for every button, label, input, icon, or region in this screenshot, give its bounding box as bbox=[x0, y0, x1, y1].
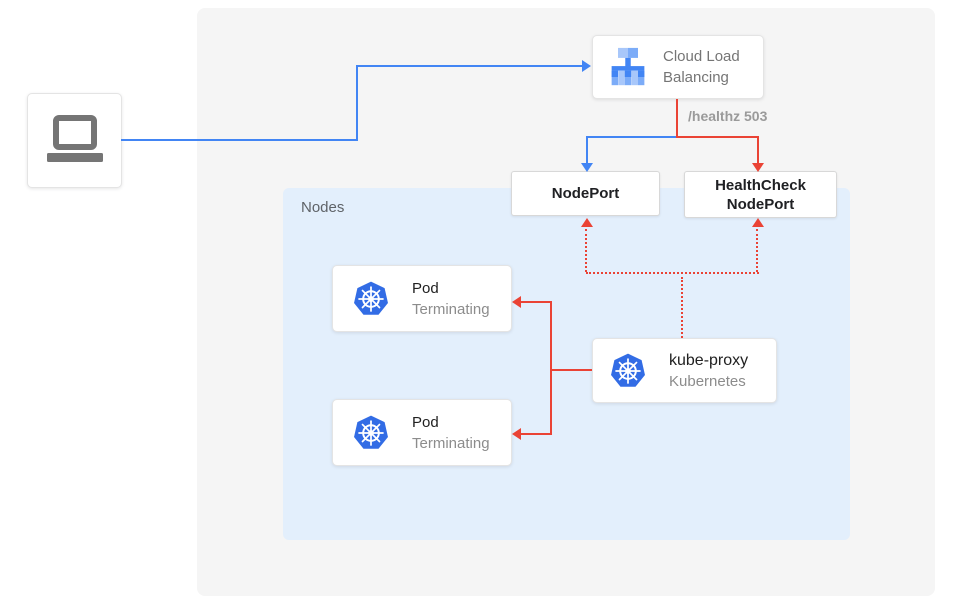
pod-2-label: Pod Terminating bbox=[412, 412, 490, 454]
edge-segment bbox=[551, 369, 592, 371]
edge-segment bbox=[676, 99, 678, 138]
arrowhead-down-icon bbox=[752, 163, 764, 172]
arrowhead-right-icon bbox=[582, 60, 591, 72]
edge-segment-dotted bbox=[756, 229, 758, 272]
pod-node-2: Pod Terminating bbox=[332, 399, 512, 466]
edge-segment bbox=[676, 136, 759, 138]
kube-proxy-subtitle: Kubernetes bbox=[669, 372, 746, 390]
arrowhead-up-icon bbox=[581, 218, 593, 227]
load-balancer-icon bbox=[611, 47, 645, 86]
nodeport-label: NodePort bbox=[551, 185, 620, 202]
edge-segment bbox=[521, 433, 551, 435]
edge-segment bbox=[550, 301, 552, 435]
clb-label-line2: Balancing bbox=[663, 69, 729, 86]
edge-segment-dotted bbox=[681, 277, 683, 338]
nodes-panel-label: Nodes bbox=[301, 199, 345, 216]
arrowhead-up-icon bbox=[752, 218, 764, 227]
kube-proxy-node: kube-proxy Kubernetes bbox=[592, 338, 777, 403]
kubernetes-icon bbox=[611, 353, 645, 387]
edge-segment-dotted bbox=[586, 272, 759, 274]
pod-1-title: Pod bbox=[412, 279, 439, 297]
edge-segment bbox=[757, 136, 759, 164]
healthz-503-label: /healthz 503 bbox=[688, 108, 768, 124]
clb-label-line1: Cloud Load bbox=[663, 48, 740, 65]
edge-segment bbox=[356, 65, 358, 141]
pod-1-status: Terminating bbox=[412, 300, 490, 318]
edge-segment bbox=[356, 65, 582, 67]
cloud-load-balancing-label: Cloud Load Balancing bbox=[663, 46, 740, 88]
edge-segment bbox=[121, 139, 358, 141]
healthcheck-nodeport-label-line1: HealthCheck bbox=[715, 176, 806, 194]
cloud-load-balancing-node: Cloud Load Balancing bbox=[592, 35, 764, 99]
pod-1-label: Pod Terminating bbox=[412, 278, 490, 320]
kube-proxy-label: kube-proxy Kubernetes bbox=[669, 350, 748, 392]
laptop-icon bbox=[46, 114, 103, 162]
arrowhead-down-icon bbox=[581, 163, 593, 172]
kubernetes-icon bbox=[354, 281, 388, 315]
edge-segment bbox=[587, 136, 677, 138]
edge-segment bbox=[521, 301, 551, 303]
arrowhead-left-icon bbox=[512, 428, 521, 440]
client-node bbox=[27, 93, 122, 188]
edge-segment-dotted bbox=[585, 229, 587, 272]
kube-proxy-title: kube-proxy bbox=[669, 351, 749, 369]
pod-2-title: Pod bbox=[412, 413, 439, 431]
nodeport-node: NodePort bbox=[511, 171, 660, 216]
healthcheck-nodeport-node: HealthCheck NodePort bbox=[684, 171, 837, 218]
pod-node-1: Pod Terminating bbox=[332, 265, 512, 332]
healthcheck-nodeport-label-line2: NodePort bbox=[726, 195, 795, 213]
pod-2-status: Terminating bbox=[412, 434, 490, 452]
kubernetes-icon bbox=[354, 415, 388, 449]
edge-segment bbox=[586, 136, 588, 164]
arrowhead-left-icon bbox=[512, 296, 521, 308]
